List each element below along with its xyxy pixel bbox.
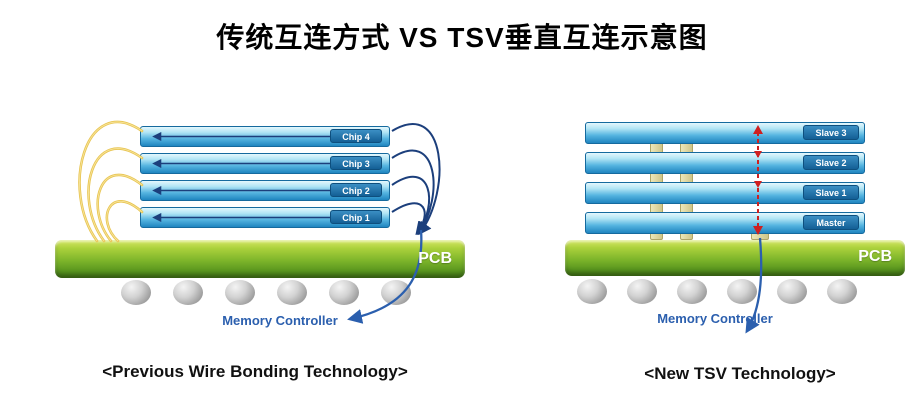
chip-1-label: Chip 1 <box>330 210 382 224</box>
gold-bond-wires <box>78 120 144 243</box>
memory-controller-label-right: Memory Controller <box>657 311 773 326</box>
solder-ball <box>277 280 307 305</box>
solder-ball <box>225 280 255 305</box>
memory-controller-label-left: Memory Controller <box>222 313 338 328</box>
chip-bus-arrows <box>152 131 378 223</box>
solder-ball <box>727 279 757 304</box>
solder-ball <box>777 279 807 304</box>
gold-bond-wires-highlight <box>79 121 143 242</box>
solder-ball <box>329 280 359 305</box>
slave-1-label: Slave 1 <box>803 185 859 200</box>
slave-2-label: Slave 2 <box>803 155 859 170</box>
solder-ball <box>827 279 857 304</box>
solder-ball <box>381 280 411 305</box>
master-label: Master <box>803 215 859 230</box>
slave-2-chip <box>585 152 865 174</box>
chip-4-label: Chip 4 <box>330 129 382 143</box>
caption-tsv: <New TSV Technology> <box>644 364 836 383</box>
solder-ball <box>577 279 607 304</box>
pcb-label-right: PCB <box>858 248 892 265</box>
solder-ball <box>121 280 151 305</box>
slave-3-label: Slave 3 <box>803 125 859 140</box>
pcb-label-left: PCB <box>418 250 452 267</box>
page-title: 传统互连方式 VS TSV垂直互连示意图 <box>216 22 708 53</box>
chip-3-label: Chip 3 <box>330 156 382 170</box>
pcb-board-right <box>565 240 905 276</box>
master-chip <box>585 212 865 234</box>
navy-bond-wires <box>391 123 441 236</box>
solder-ball <box>173 280 203 305</box>
slave-3-chip <box>585 122 865 144</box>
caption-wire-bonding: <Previous Wire Bonding Technology> <box>102 362 408 381</box>
chip-2-label: Chip 2 <box>330 183 382 197</box>
solder-ball <box>677 279 707 304</box>
solder-ball <box>627 279 657 304</box>
slave-1-chip <box>585 182 865 204</box>
